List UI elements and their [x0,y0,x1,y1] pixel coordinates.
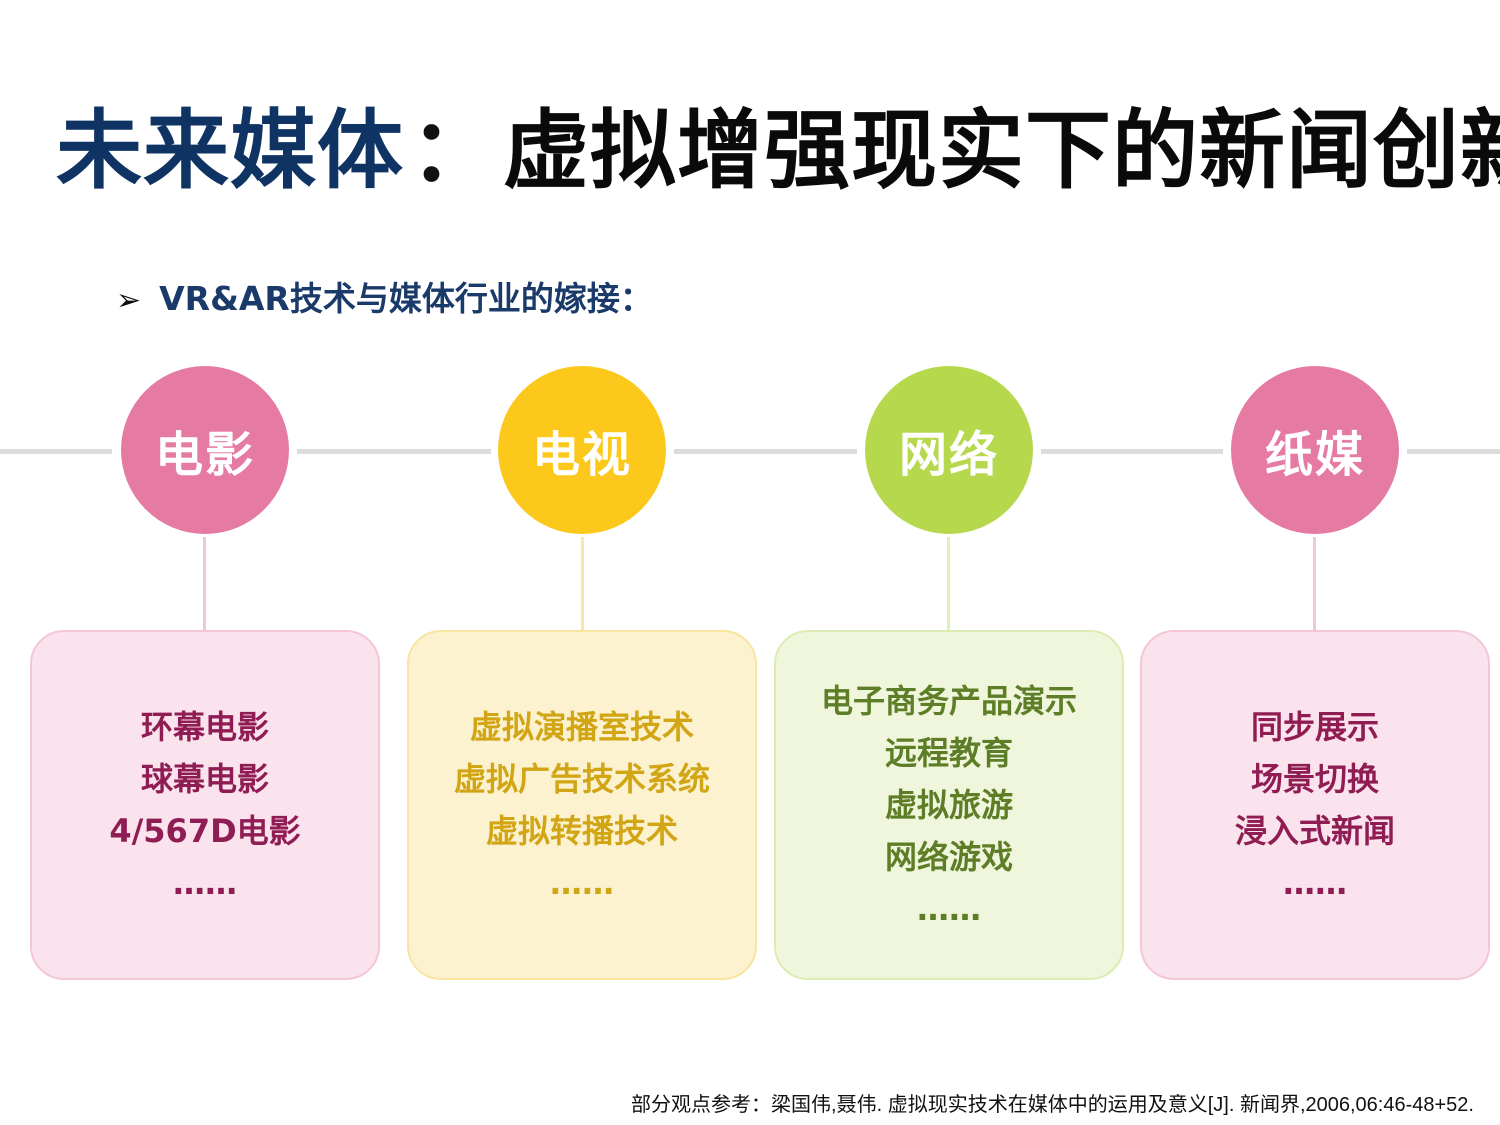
vertical-connector [581,537,584,630]
category-circle-film: 电影 [121,366,289,534]
title-separator: ： [410,101,497,201]
connector-line [297,449,491,454]
vertical-connector [1313,537,1316,630]
card-item: 虚拟广告技术系统 [453,760,710,798]
connector-line [1041,449,1223,454]
card-item: 电子商务产品演示 [820,682,1077,720]
connector-line [0,449,112,454]
card-item: 虚拟转播技术 [485,812,678,850]
category-circle-print: 纸媒 [1231,366,1399,534]
arrow-bullet-icon: ➢ [116,283,142,318]
card-item: …… [173,864,237,902]
card-item: …… [550,864,614,902]
category-circle-network: 网络 [865,366,1033,534]
reference-footnote: 部分观点参考：梁国伟,聂伟. 虚拟现实技术在媒体中的运用及意义[J]. 新闻界,… [631,1094,1474,1116]
connector-line [674,449,857,454]
card-item: 虚拟旅游 [884,786,1013,824]
card-item: 4/567D电影 [109,812,301,850]
page-title: 未来媒体：虚拟增强现实下的新闻创新 [56,96,1500,206]
category-label: 纸媒 [1264,427,1365,483]
card-item: …… [917,890,981,928]
card-item: 浸入式新闻 [1234,812,1395,850]
connector-line [1407,449,1500,454]
title-main: 未来媒体 [56,101,404,201]
category-card-tv: 虚拟演播室技术 虚拟广告技术系统 虚拟转播技术 …… [407,630,757,980]
bullet-point: ➢ VR&AR技术与媒体行业的嫁接： [116,276,653,324]
category-label: 电影 [154,427,255,483]
card-item: 同步展示 [1250,708,1379,746]
category-card-film: 环幕电影 球幕电影 4/567D电影 …… [30,630,380,980]
card-item: 场景切换 [1250,760,1379,798]
category-circle-tv: 电视 [498,366,666,534]
bullet-text: VR&AR技术与媒体行业的嫁接： [159,279,653,318]
card-item: 虚拟演播室技术 [469,708,694,746]
card-item: 远程教育 [884,734,1013,772]
vertical-connector [947,537,950,630]
title-subtitle: 虚拟增强现实下的新闻创新 [503,101,1500,201]
card-item: …… [1283,864,1347,902]
card-item: 环幕电影 [140,708,269,746]
vertical-connector [203,537,206,630]
card-item: 球幕电影 [140,760,269,798]
category-card-print: 同步展示 场景切换 浸入式新闻 …… [1140,630,1490,980]
category-card-network: 电子商务产品演示 远程教育 虚拟旅游 网络游戏 …… [774,630,1124,980]
category-label: 网络 [898,427,999,483]
category-label: 电视 [531,427,632,483]
card-item: 网络游戏 [884,838,1013,876]
